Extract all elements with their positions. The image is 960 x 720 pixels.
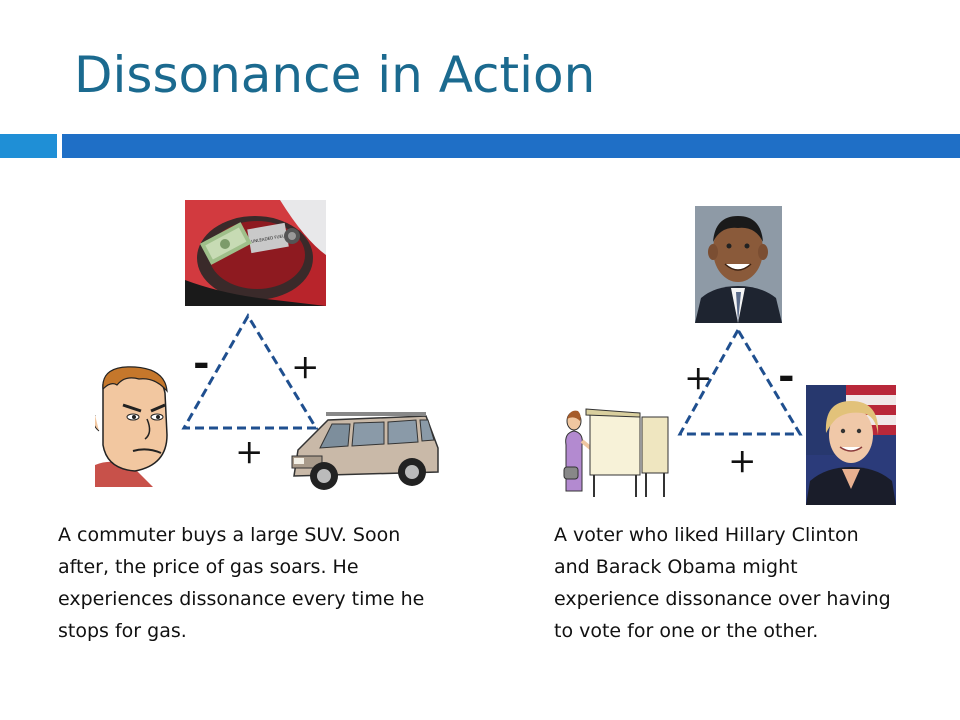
accent-bar [62, 134, 960, 158]
right-caption-line: A voter who liked Hillary Clinton [554, 524, 859, 546]
slide-title: Dissonance in Action [74, 46, 596, 104]
left-caption-line: after, the price of gas soars. He [58, 556, 359, 578]
gas-tank-image: UNLEADED FUEL ONLY [185, 200, 326, 306]
left-sign-top-right: + [291, 347, 320, 387]
right-caption-line: experience dissonance over having [554, 588, 891, 610]
right-triangle [677, 326, 803, 436]
left-sign-bottom: + [235, 432, 264, 472]
right-sign-top-right: - [778, 352, 795, 399]
left-caption-line: A commuter buys a large SUV. Soon [58, 524, 401, 546]
right-caption: A voter who liked Hillary Clinton and Ba… [554, 519, 891, 647]
right-sign-bottom: + [728, 441, 757, 481]
left-sign-top-left: - [193, 339, 210, 386]
left-caption: A commuter buys a large SUV. Soon after,… [58, 519, 424, 647]
left-caption-line: experiences dissonance every time he [58, 588, 425, 610]
clinton-portrait-image [806, 385, 896, 505]
voter-image [560, 405, 672, 497]
commuter-image [95, 365, 175, 487]
left-caption-line: stops for gas. [58, 620, 187, 642]
obama-portrait-image [695, 206, 782, 323]
right-sign-top-left: + [684, 358, 713, 398]
right-caption-line: and Barack Obama might [554, 556, 798, 578]
suv-image [288, 410, 442, 492]
right-caption-line: to vote for one or the other. [554, 620, 819, 642]
left-triangle [181, 313, 319, 430]
accent-bar-small [0, 134, 57, 158]
